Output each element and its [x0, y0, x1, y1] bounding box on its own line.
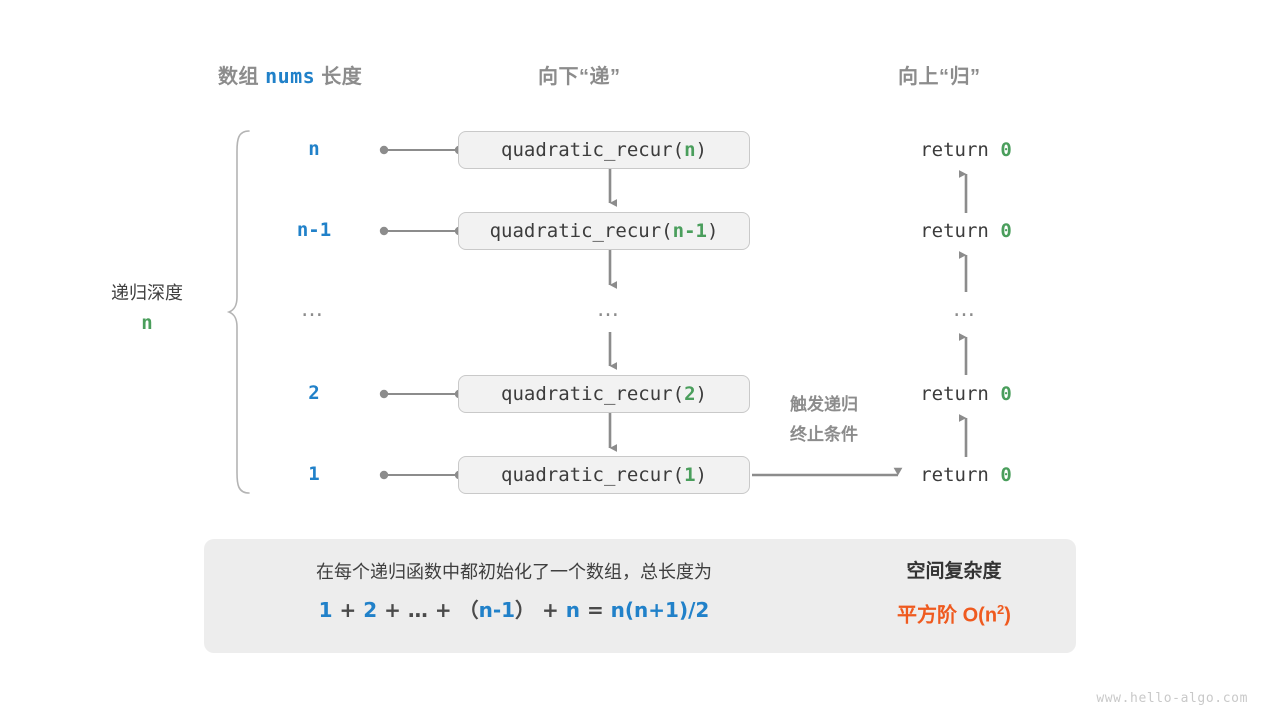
return-value: 0 [1000, 220, 1012, 242]
call-box-row-4[interactable]: quadratic_recur(1) [458, 456, 750, 494]
return-keyword: return [920, 464, 1001, 486]
call-box-close: ) [695, 464, 707, 486]
base-case-note: 触发递归 终止条件 [756, 390, 892, 450]
formula-term-5: n [565, 598, 580, 622]
summary-left: 在每个递归函数中都初始化了一个数组，总长度为 1 + 2 + … + （n-1）… [224, 553, 804, 629]
header-ascend: 向上“归” [898, 66, 981, 88]
space-complexity-suffix: ) [1004, 604, 1011, 627]
formula-result: n(n+1)/2 [610, 598, 710, 622]
array-length-row-0: n [308, 138, 320, 160]
summary-formula: 1 + 2 + … + （n-1） + n = n(n+1)/2 [224, 591, 804, 629]
recursion-depth-text: 递归深度 [111, 283, 183, 303]
return-column-ellipsis: … [953, 297, 979, 322]
return-row-1: return 0 [871, 220, 1061, 242]
formula-term-4: n-1 [478, 598, 516, 622]
formula-term-2: 2 [363, 598, 378, 622]
return-keyword: return [920, 220, 1001, 242]
formula-op-5: = [579, 598, 611, 622]
space-complexity-title: 空间复杂度 [906, 561, 1002, 582]
formula-term-1: 1 [318, 598, 333, 622]
header-array-code: nums [265, 64, 316, 88]
call-box-close: ) [695, 383, 707, 405]
call-box-name: quadratic_recur( [501, 383, 685, 405]
site-watermark: www.hello-algo.com [1096, 691, 1248, 706]
space-complexity-value: 平方阶 O(n2) [844, 591, 1064, 635]
return-value: 0 [1000, 464, 1012, 486]
call-column-ellipsis: … [597, 297, 623, 322]
depth-brace-icon [226, 130, 250, 494]
return-row-0: return 0 [871, 139, 1061, 161]
call-box-close: ) [695, 139, 707, 161]
formula-op-1: + [332, 598, 364, 622]
base-case-note-line2: 终止条件 [790, 425, 858, 444]
header-array-prefix: 数组 [218, 66, 266, 88]
return-row-4: return 0 [871, 464, 1061, 486]
call-box-arg: 2 [684, 383, 696, 405]
call-box-arg: n-1 [672, 220, 707, 242]
summary-description: 在每个递归函数中都初始化了一个数组，总长度为 [316, 562, 712, 582]
call-box-row-3[interactable]: quadratic_recur(2) [458, 375, 750, 413]
array-length-ellipsis: … [301, 297, 327, 322]
call-box-row-1[interactable]: quadratic_recur(n-1) [458, 212, 750, 250]
header-array-length: 数组 nums 长度 [218, 60, 362, 89]
summary-right: 空间复杂度 平方阶 O(n2) [844, 553, 1064, 635]
space-complexity-exponent: 2 [997, 602, 1005, 617]
return-keyword: return [920, 139, 1001, 161]
summary-panel: 在每个递归函数中都初始化了一个数组，总长度为 1 + 2 + … + （n-1）… [204, 539, 1076, 653]
return-keyword: return [920, 383, 1001, 405]
formula-op-2: + [377, 598, 408, 622]
length-connectors [379, 145, 464, 480]
return-value: 0 [1000, 139, 1012, 161]
recursion-depth-label: 递归深度 n [62, 278, 232, 338]
header-array-suffix: 长度 [315, 66, 363, 88]
call-box-arg: n [684, 139, 696, 161]
space-complexity-prefix: 平方阶 O(n [897, 604, 998, 627]
recursion-depth-value: n [141, 312, 153, 334]
call-box-name: quadratic_recur( [501, 464, 685, 486]
formula-op-4: ） + [515, 598, 566, 622]
array-length-row-4: 1 [308, 463, 320, 485]
call-box-close: ) [706, 220, 719, 242]
return-row-3: return 0 [871, 383, 1061, 405]
formula-op-3: + （ [427, 598, 479, 622]
call-box-row-0[interactable]: quadratic_recur(n) [458, 131, 750, 169]
call-box-name: quadratic_recur( [501, 139, 685, 161]
header-descend: 向下“递” [538, 66, 621, 88]
call-box-arg: 1 [684, 464, 696, 486]
array-length-row-3: 2 [308, 382, 320, 404]
formula-term-3: … [407, 598, 428, 622]
base-case-note-line1: 触发递归 [790, 395, 858, 414]
call-box-name: quadratic_recur( [489, 220, 673, 242]
array-length-row-1: n-1 [296, 219, 332, 241]
return-value: 0 [1000, 383, 1012, 405]
